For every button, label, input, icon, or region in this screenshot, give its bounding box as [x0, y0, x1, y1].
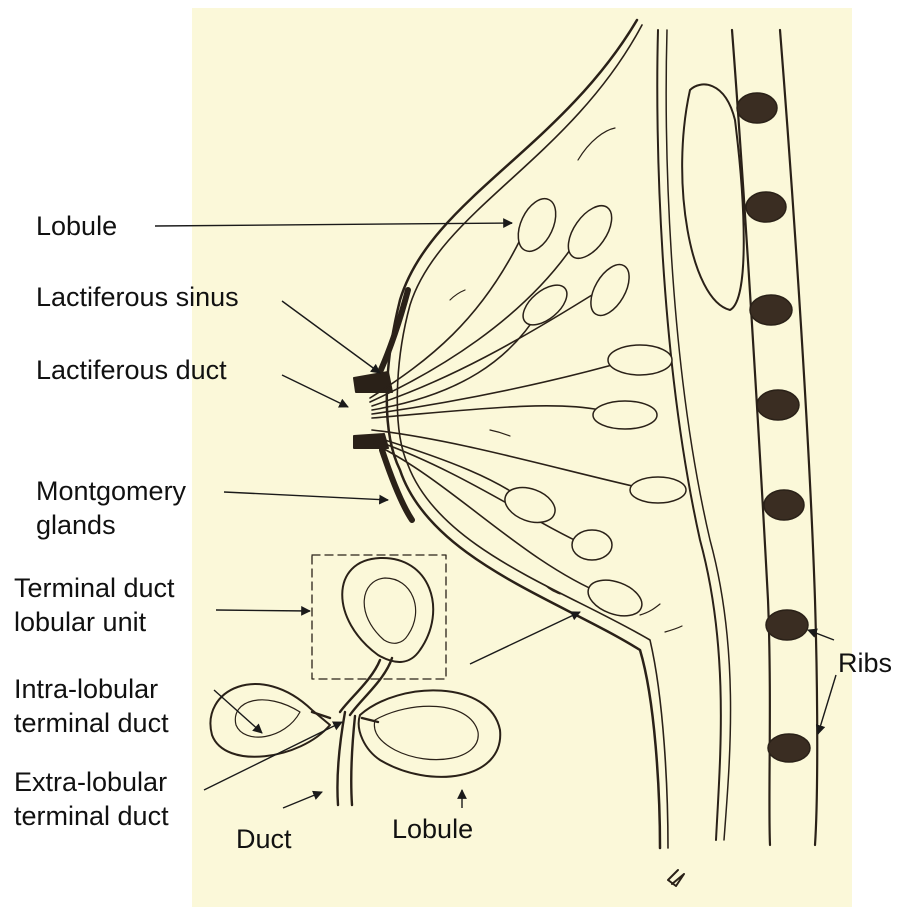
leader-arrow-icon	[818, 675, 836, 734]
label-tdlu-line1: Terminal duct	[14, 571, 175, 605]
rib-cross-section-icon	[737, 93, 777, 123]
breast-lobules	[500, 193, 686, 623]
ribs-group	[737, 93, 810, 762]
rib-cross-section-icon	[746, 192, 786, 222]
chest-wall-line-2	[780, 30, 817, 845]
label-intra-line2: terminal duct	[14, 706, 169, 740]
rib-cross-section-icon	[757, 390, 799, 420]
rib-cross-section-icon	[750, 295, 792, 325]
rib-cross-section-icon	[768, 734, 810, 762]
leader-arrow-icon	[470, 612, 580, 664]
label-lactiferous-duct: Lactiferous duct	[36, 353, 227, 387]
label-duct: Duct	[236, 822, 292, 856]
rib-cross-section-icon	[764, 490, 804, 520]
label-montgomery-glands: Montgomery glands	[36, 474, 186, 542]
leader-arrow-icon	[282, 301, 380, 373]
label-extra-line2: terminal duct	[14, 799, 169, 833]
label-extra-line1: Extra-lobular	[14, 765, 169, 799]
rib-cross-section-icon	[766, 610, 808, 640]
label-montgomery-line2: glands	[36, 508, 186, 542]
bottom-mark	[668, 870, 684, 886]
leader-arrow-icon	[808, 630, 834, 640]
label-intra-line1: Intra-lobular	[14, 672, 169, 706]
label-lobule-bottom: Lobule	[392, 812, 473, 846]
nipple	[354, 372, 392, 392]
leader-arrow-icon	[282, 375, 348, 407]
label-extra-lobular-terminal-duct: Extra-lobular terminal duct	[14, 765, 169, 833]
label-lobule: Lobule	[36, 209, 117, 243]
leader-arrow-icon	[216, 610, 310, 611]
label-ribs: Ribs	[838, 646, 892, 680]
pectoral-muscle	[682, 84, 744, 310]
label-terminal-duct-lobular-unit: Terminal duct lobular unit	[14, 571, 175, 639]
nipple-lower	[354, 434, 388, 448]
label-montgomery-line1: Montgomery	[36, 474, 186, 508]
leader-arrow-icon	[283, 792, 322, 808]
tdlu-magnified	[210, 558, 500, 777]
leader-arrow-icon	[224, 492, 388, 500]
label-lactiferous-sinus: Lactiferous sinus	[36, 280, 239, 314]
label-tdlu-line2: lobular unit	[14, 605, 175, 639]
label-intra-lobular-terminal-duct: Intra-lobular terminal duct	[14, 672, 169, 740]
leader-arrow-icon	[155, 223, 512, 226]
